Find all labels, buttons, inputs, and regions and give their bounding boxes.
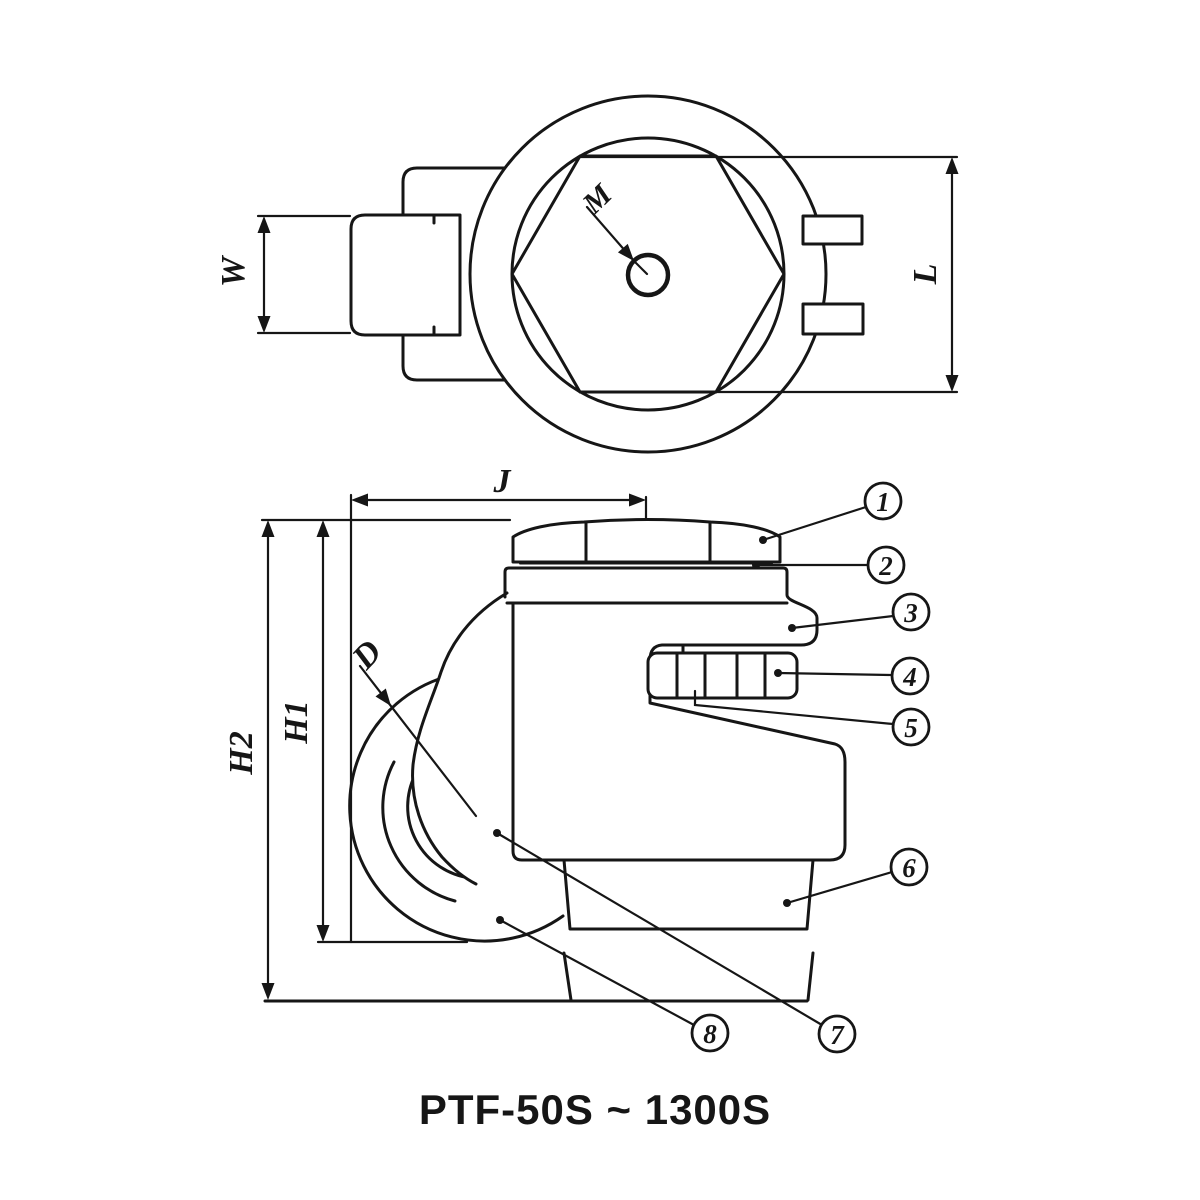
foot-pad-lower-outline: [562, 951, 815, 1002]
body-fill: [505, 568, 845, 860]
callout-6-num: 6: [902, 853, 916, 883]
callout-3: [891, 592, 931, 632]
callout-4-num: 4: [902, 662, 917, 692]
wheel-rim-arc: [381, 760, 457, 903]
callout-1: [863, 481, 903, 521]
wheel-hub-arc: [406, 773, 472, 880]
hex-nut-side: [511, 518, 782, 564]
foot-pad-upper: [562, 858, 815, 931]
dim-J: J: [349, 463, 648, 944]
callout-leaders: [493, 505, 895, 1027]
callout-2: [866, 545, 906, 585]
dim-H1: H1: [278, 520, 469, 944]
dim-H2: H2: [223, 518, 512, 1000]
dim-L: L: [576, 155, 959, 394]
fork-leg-outline: [411, 591, 509, 886]
callout-7: [817, 1014, 857, 1054]
top-view: M W L: [215, 94, 959, 454]
wheel-outer-arc: [348, 675, 565, 943]
callout-6: [889, 847, 929, 887]
callout-8: [690, 1013, 730, 1053]
label-L: L: [907, 264, 944, 286]
callout-2-num: 2: [878, 551, 893, 581]
label-H2: H2: [223, 731, 260, 775]
label-W: W: [215, 254, 252, 287]
callout-balloons: 1 2 3 4 5 6 7 8: [690, 481, 931, 1054]
foot-pad-lower-fill: [564, 953, 813, 1000]
callout-3-num: 3: [903, 598, 918, 628]
fork-leg-fill: [412, 593, 513, 884]
label-H1: H1: [278, 700, 315, 744]
dim-W: W: [215, 214, 352, 335]
side-view: H2 H1 J D: [223, 463, 931, 1054]
callout-5-num: 5: [904, 713, 918, 743]
callout-4: [890, 656, 930, 696]
mounting-tab: [349, 213, 462, 337]
slot-lower: [801, 302, 865, 336]
callout-1-num: 1: [876, 487, 890, 517]
callout-7-num: 7: [830, 1020, 845, 1050]
callout-5: [891, 707, 931, 747]
callout-8-num: 8: [703, 1019, 717, 1049]
body-outline: [503, 566, 847, 862]
slot-upper: [801, 214, 864, 246]
model-title: PTF-50S ~ 1300S: [419, 1086, 771, 1133]
label-J: J: [493, 463, 512, 500]
knurled-ring: [646, 651, 799, 700]
